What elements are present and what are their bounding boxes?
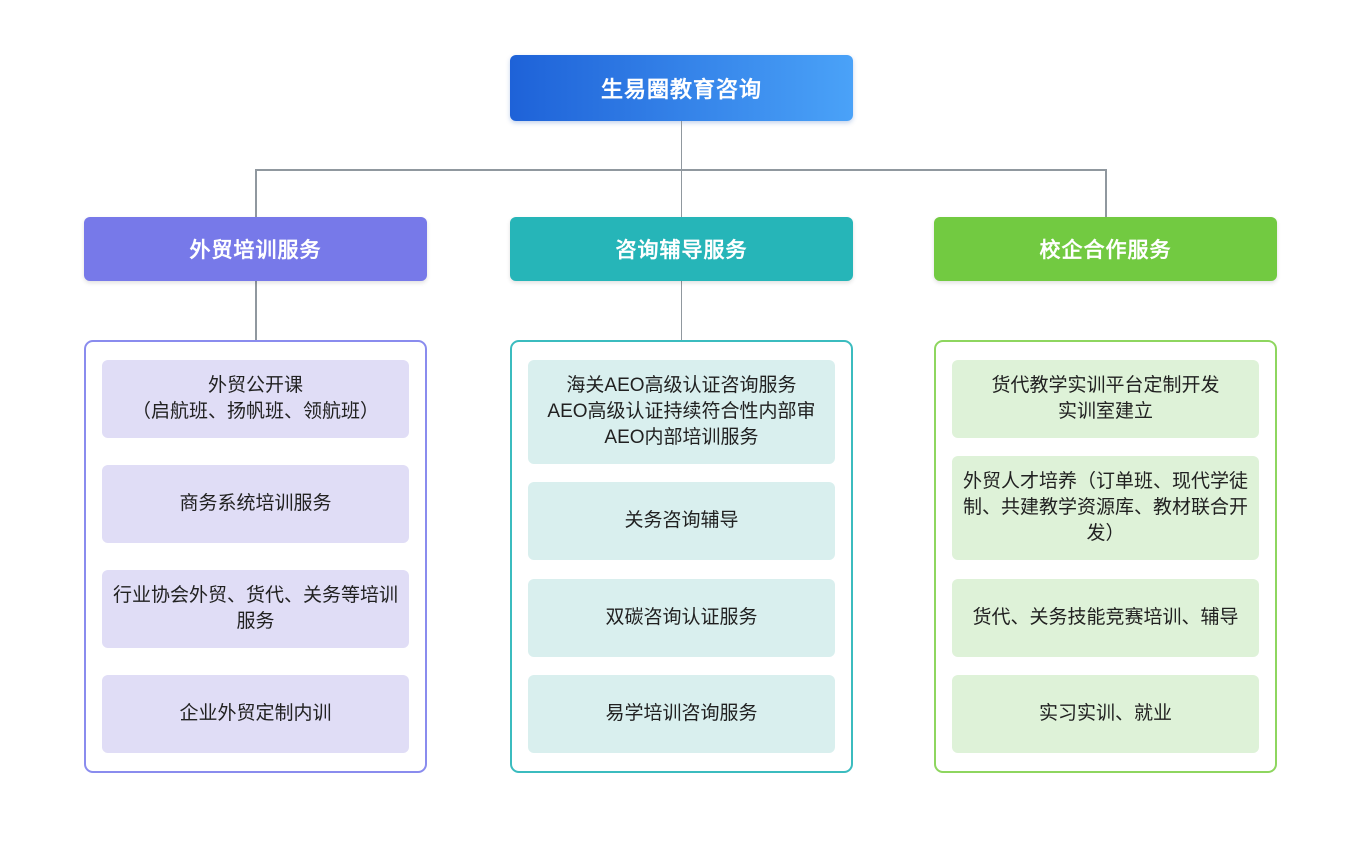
- service-item: 货代、关务技能竞赛培训、辅导: [952, 578, 1259, 657]
- branch-header-label: 咨询辅导服务: [615, 239, 748, 262]
- connector-drop-branch2: [680, 169, 682, 217]
- root-node: 生易圈教育咨询: [510, 55, 853, 121]
- connector-root-down: [680, 121, 682, 169]
- branch-group-consulting-coaching: 海关AEO高级认证咨询服务 AEO高级认证持续符合性内部审 AEO内部培训服务 …: [510, 340, 853, 773]
- branch-header-label: 校企合作服务: [1039, 239, 1172, 262]
- branch-header-label: 外贸培训服务: [189, 239, 322, 262]
- connector-drop-branch1: [255, 169, 257, 217]
- service-item: 外贸公开课 （启航班、扬帆班、领航班）: [102, 360, 409, 438]
- service-item: 实习实训、就业: [952, 674, 1259, 753]
- service-item: 商务系统培训服务: [102, 465, 409, 543]
- service-item: 外贸人才培养（订单班、现代学徒制、共建教学资源库、教材联合开发）: [952, 456, 1259, 561]
- connector-drop-branch3: [1105, 169, 1107, 217]
- branch-group-school-enterprise: 货代教学实训平台定制开发 实训室建立 外贸人才培养（订单班、现代学徒制、共建教学…: [934, 340, 1277, 773]
- connector-branch1-group: [255, 281, 257, 340]
- service-item: 海关AEO高级认证咨询服务 AEO高级认证持续符合性内部审 AEO内部培训服务: [528, 360, 835, 464]
- service-item: 易学培训咨询服务: [528, 674, 835, 753]
- service-item: 关务咨询辅导: [528, 482, 835, 561]
- service-item: 双碳咨询认证服务: [528, 578, 835, 657]
- service-item: 企业外贸定制内训: [102, 675, 409, 753]
- service-item: 行业协会外贸、货代、关务等培训服务: [102, 570, 409, 648]
- branch-group-foreign-trade-training: 外贸公开课 （启航班、扬帆班、领航班） 商务系统培训服务 行业协会外贸、货代、关…: [84, 340, 427, 773]
- connector-branch2-group: [680, 281, 682, 340]
- branch-header-consulting-coaching: 咨询辅导服务: [510, 217, 853, 281]
- root-node-label: 生易圈教育咨询: [600, 77, 762, 102]
- branch-header-foreign-trade-training: 外贸培训服务: [84, 217, 427, 281]
- branch-header-school-enterprise: 校企合作服务: [934, 217, 1277, 281]
- service-item: 货代教学实训平台定制开发 实训室建立: [952, 360, 1259, 438]
